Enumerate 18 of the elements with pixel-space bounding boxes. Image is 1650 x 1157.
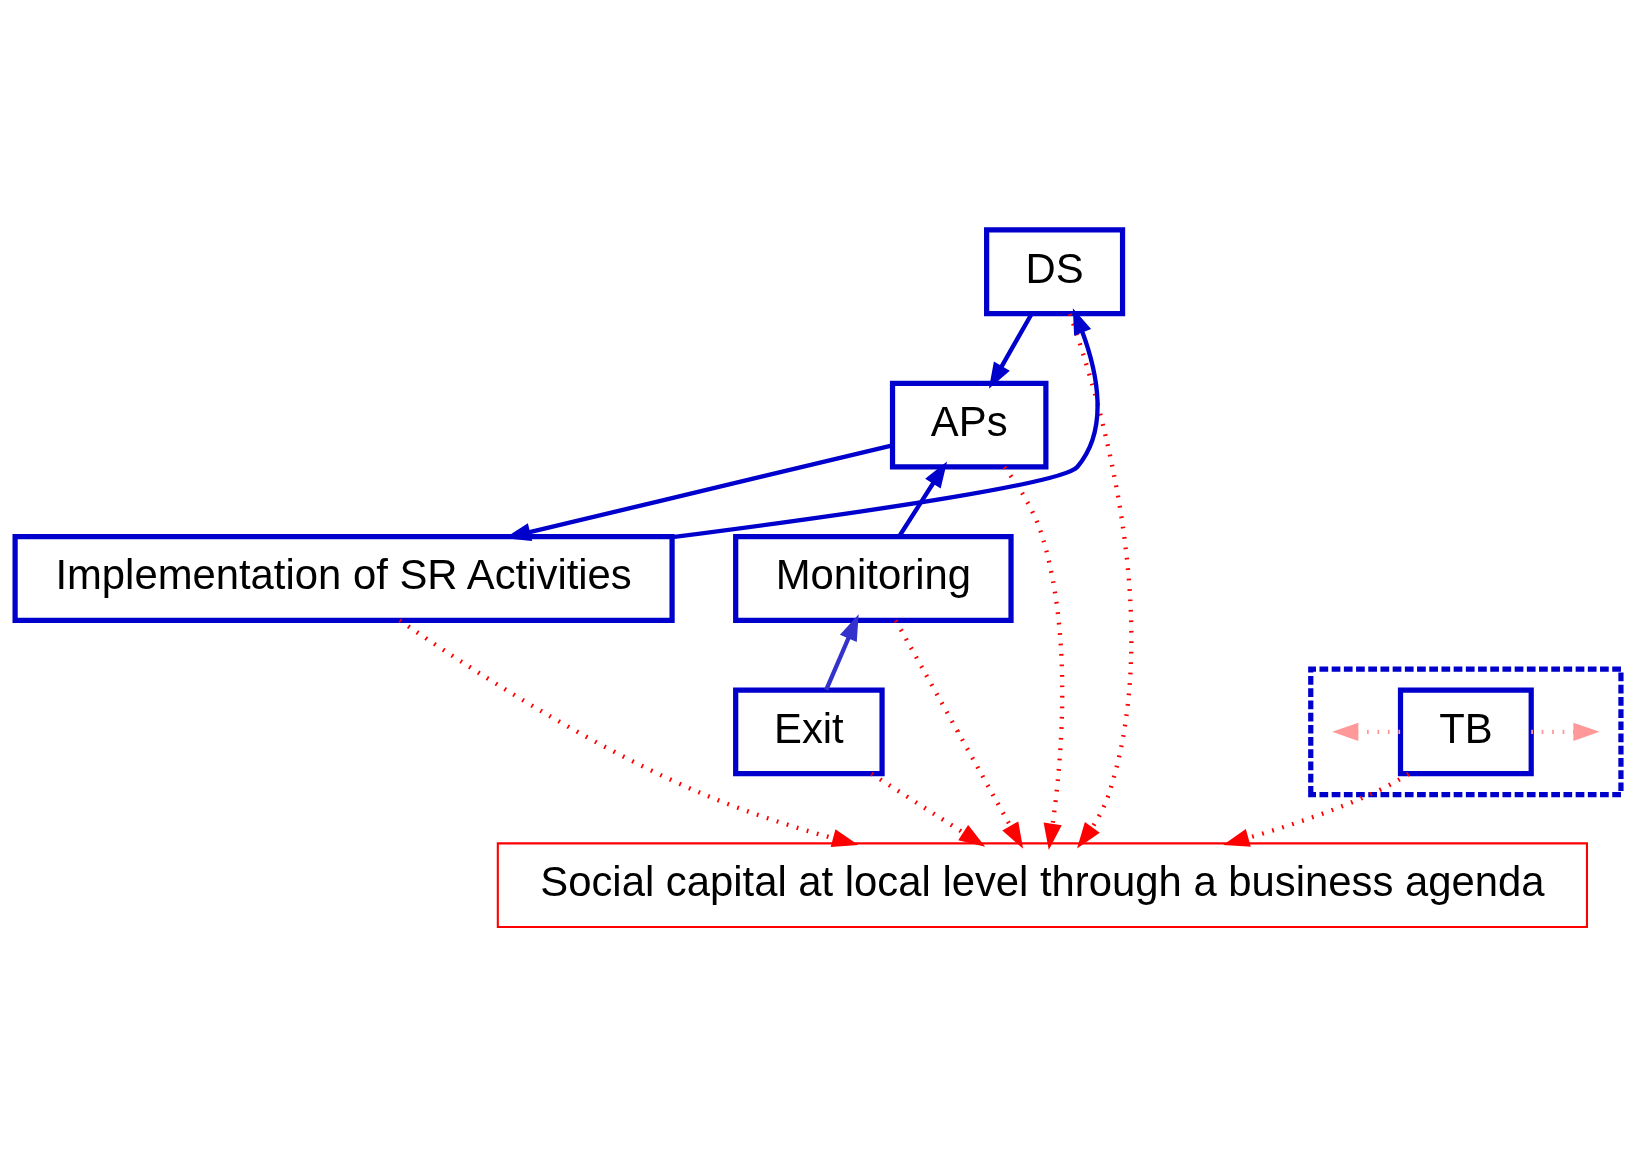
node-box: TB: [1397, 687, 1534, 777]
node-box: Social capital at local level through a business agenda: [496, 842, 1588, 929]
arrow: [1531, 722, 1600, 742]
arrow: [824, 614, 859, 691]
arrow: [398, 618, 859, 848]
arrow: [1223, 772, 1410, 847]
node-box: Exit: [733, 687, 885, 777]
arrow: [1067, 313, 1134, 849]
arrow: [1332, 722, 1401, 742]
arrow: [870, 771, 986, 847]
node-box: DS: [984, 227, 1126, 317]
node-box: Monitoring: [733, 534, 1014, 623]
node-box: Implementation of SR Activities: [12, 534, 675, 623]
arrow: [672, 308, 1100, 540]
arrow: [893, 619, 1024, 849]
node-box: APs: [889, 380, 1049, 470]
cluster: [1308, 666, 1624, 798]
arrow: [1002, 465, 1065, 850]
